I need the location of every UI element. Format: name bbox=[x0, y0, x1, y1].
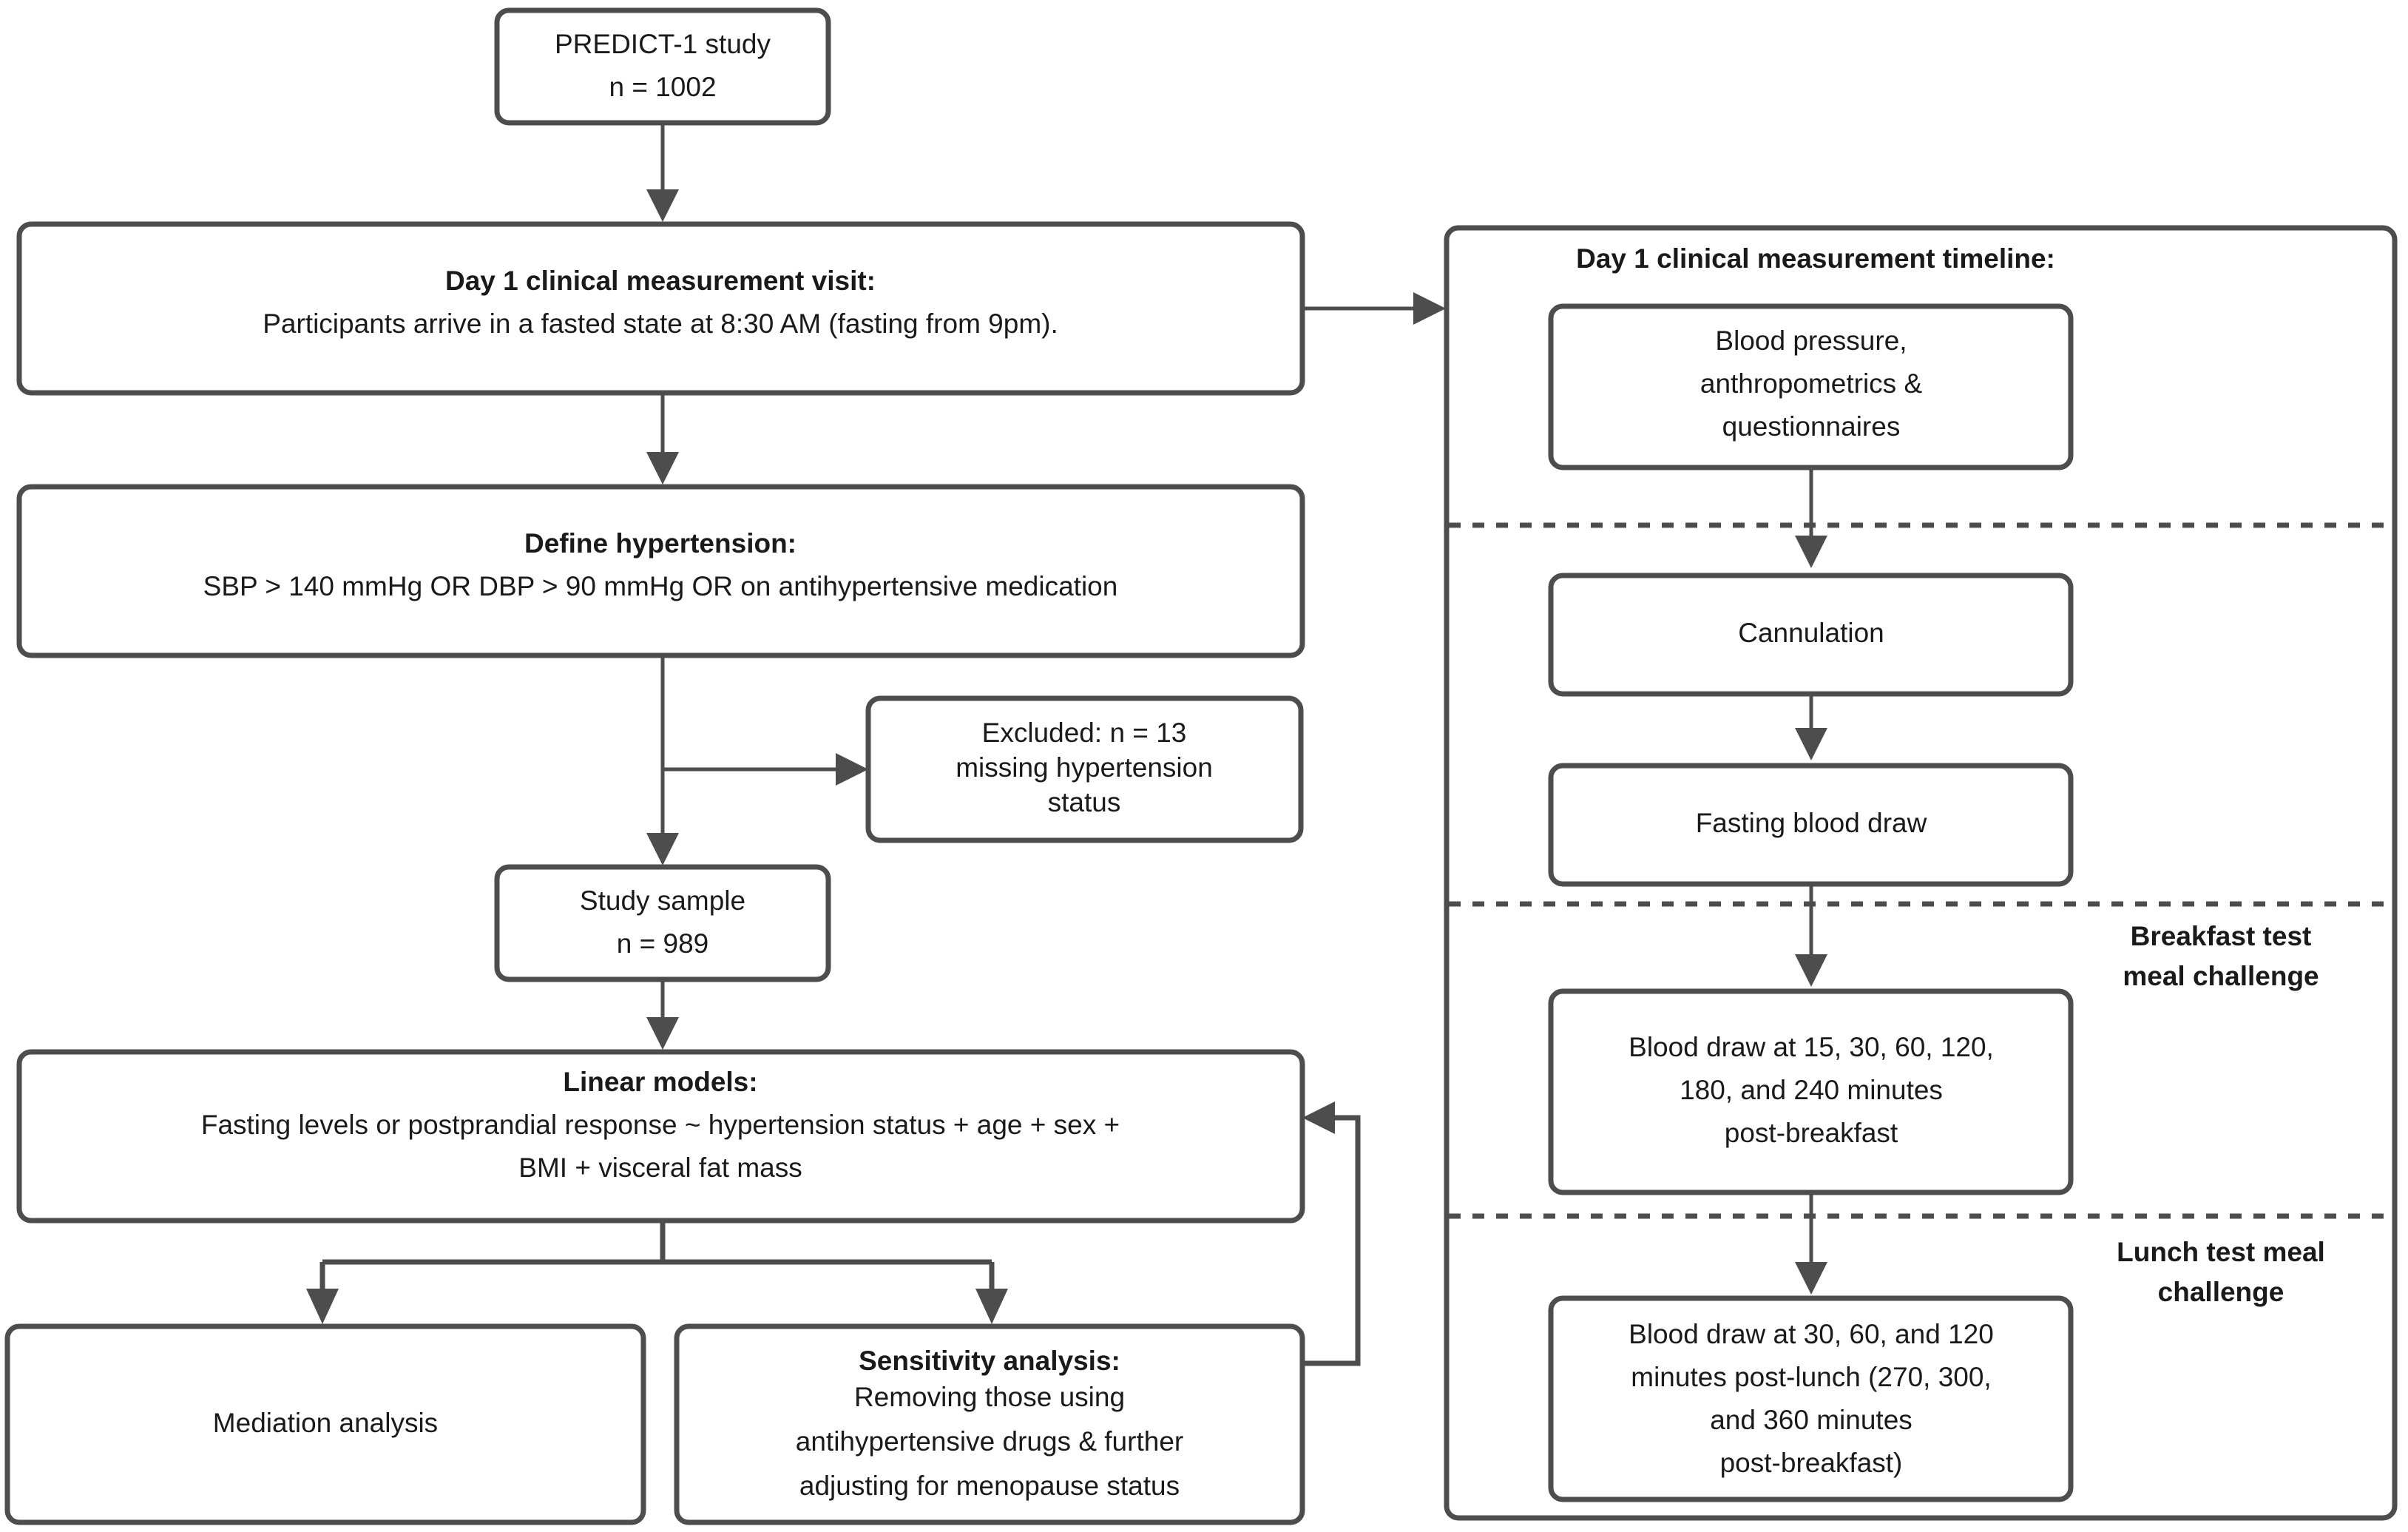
timeline-step-5-line-3: and 360 minutes bbox=[1710, 1405, 1912, 1435]
node-sensitivity-analysis-line3: adjusting for menopause status bbox=[799, 1471, 1180, 1501]
node-linear-models-body-line2: BMI + visceral fat mass bbox=[518, 1153, 802, 1183]
edge-linear-models-branch bbox=[306, 1221, 1008, 1324]
timeline-step-5-line-4: post-breakfast) bbox=[1720, 1448, 1903, 1478]
node-study-sample-line2: n = 989 bbox=[617, 928, 708, 959]
section-label-lunch-line-1: Lunch test meal bbox=[2117, 1237, 2325, 1267]
timeline-step-1-line-2: anthropometrics & bbox=[1700, 368, 1923, 399]
edge-define-to-excluded bbox=[663, 753, 868, 786]
timeline-step-2-line-1: Cannulation bbox=[1738, 618, 1884, 648]
section-label-lunch-line-2: challenge bbox=[2158, 1277, 2284, 1307]
node-study-sample[interactable]: Study sample n = 989 bbox=[494, 864, 831, 982]
node-mediation-analysis-box bbox=[4, 1323, 646, 1525]
edge-day1-to-define-hypertension bbox=[646, 393, 679, 485]
edge-define-to-study-sample bbox=[646, 655, 679, 865]
timeline-step-3-line-1: Fasting blood draw bbox=[1696, 808, 1927, 838]
edge-study-sample-to-linear-models bbox=[646, 979, 679, 1050]
node-day1-clinical-visit-heading: Day 1 clinical measurement visit: bbox=[445, 266, 876, 296]
study-sample-n-val: 989 bbox=[663, 928, 709, 959]
node-sensitivity-analysis-line1: Removing those using bbox=[854, 1382, 1125, 1412]
node-sensitivity-analysis-box bbox=[674, 1323, 1305, 1525]
excluded-n-var: n bbox=[1109, 718, 1125, 748]
node-define-hypertension-body: SBP > 140 mmHg OR DBP > 90 mmHg OR on an… bbox=[203, 571, 1118, 601]
node-study-sample-box bbox=[494, 864, 831, 982]
timeline-step-lunch-blood-draw[interactable]: Blood draw at 30, 60, and 120 minutes po… bbox=[1548, 1295, 2074, 1502]
node-study-sample-line1: Study sample bbox=[580, 885, 745, 916]
node-excluded[interactable]: Excluded: n = 13 missing hypertension st… bbox=[865, 695, 1304, 843]
timeline-step-4-line-2: 180, and 240 minutes bbox=[1680, 1075, 1943, 1105]
predict-n-var: n bbox=[609, 72, 624, 102]
node-linear-models-heading: Linear models: bbox=[563, 1067, 757, 1097]
timeline-step-blood-pressure-anthropometrics[interactable]: Blood pressure, anthropometrics & questi… bbox=[1548, 303, 2074, 470]
timeline-step-4-line-3: post-breakfast bbox=[1725, 1118, 1898, 1148]
predict-n-val: 1002 bbox=[655, 72, 716, 102]
section-label-breakfast: Breakfast test meal challenge bbox=[2123, 921, 2319, 991]
timeline-step-5-line-2: minutes post-lunch (270, 300, bbox=[1631, 1362, 1991, 1392]
timeline-step-5-line-1: Blood draw at 30, 60, and 120 bbox=[1629, 1319, 1994, 1349]
timeline-step-1-line-1: Blood pressure, bbox=[1715, 325, 1907, 356]
node-mediation-analysis[interactable]: Mediation analysis bbox=[4, 1323, 646, 1525]
section-label-lunch: Lunch test meal challenge bbox=[2117, 1237, 2325, 1307]
edge-predict-to-day1 bbox=[646, 123, 679, 222]
node-day1-clinical-visit-body: Participants arrive in a fasted state at… bbox=[263, 308, 1058, 339]
node-day1-clinical-visit[interactable]: Day 1 clinical measurement visit: Partic… bbox=[16, 221, 1305, 396]
study-sample-n-var: n bbox=[617, 928, 632, 959]
node-predict-1-study-box bbox=[494, 7, 831, 126]
node-sensitivity-analysis-line2: antihypertensive drugs & further bbox=[796, 1426, 1183, 1457]
timeline-step-cannulation[interactable]: Cannulation bbox=[1548, 573, 2074, 697]
study-sample-n-eq: = bbox=[632, 928, 663, 959]
node-excluded-line1: Excluded: n = 13 bbox=[982, 718, 1187, 748]
node-mediation-analysis-label: Mediation analysis bbox=[213, 1408, 438, 1438]
timeline-step-4-line-1: Blood draw at 15, 30, 60, 120, bbox=[1629, 1032, 1994, 1062]
node-define-hypertension-heading: Define hypertension: bbox=[524, 528, 797, 559]
edge-step1-to-step2 bbox=[1795, 468, 1827, 568]
node-predict-1-study-line1: PREDICT-1 study bbox=[555, 29, 771, 59]
edge-step4-to-step5 bbox=[1795, 1192, 1827, 1295]
timeline-panel: Day 1 clinical measurement timeline: Blo… bbox=[1444, 225, 2398, 1521]
node-excluded-box bbox=[865, 695, 1304, 843]
node-linear-models-body-line1: Fasting levels or postprandial response … bbox=[201, 1110, 1120, 1140]
section-label-breakfast-line-1: Breakfast test bbox=[2131, 921, 2312, 951]
timeline-step-lunch-blood-draw-box bbox=[1548, 1295, 2074, 1502]
excluded-n-eq: = bbox=[1125, 718, 1156, 748]
node-excluded-line3: status bbox=[1048, 787, 1121, 817]
node-predict-1-study[interactable]: PREDICT-1 study n = 1002 bbox=[494, 7, 831, 126]
edge-step2-to-step3 bbox=[1795, 694, 1827, 760]
node-define-hypertension[interactable]: Define hypertension: SBP > 140 mmHg OR D… bbox=[16, 484, 1305, 658]
node-predict-1-study-line2: n = 1002 bbox=[609, 72, 716, 102]
excluded-label: Excluded: bbox=[982, 718, 1103, 748]
timeline-step-breakfast-blood-draw[interactable]: Blood draw at 15, 30, 60, 120, 180, and … bbox=[1548, 988, 2074, 1195]
timeline-panel-title: Day 1 clinical measurement timeline: bbox=[1576, 243, 2055, 274]
timeline-step-1-line-3: questionnaires bbox=[1722, 411, 1901, 442]
edge-step3-to-step4 bbox=[1795, 884, 1827, 987]
node-linear-models[interactable]: Linear models: Fasting levels or postpra… bbox=[16, 1049, 1305, 1224]
edge-day1-to-timeline-panel bbox=[1302, 292, 1446, 325]
predict-n-eq: = bbox=[624, 72, 655, 102]
node-sensitivity-analysis[interactable]: Sensitivity analysis: Removing those usi… bbox=[674, 1323, 1305, 1525]
excluded-n-val: 13 bbox=[1156, 718, 1186, 748]
timeline-step-fasting-blood-draw[interactable]: Fasting blood draw bbox=[1548, 763, 2074, 887]
node-sensitivity-analysis-heading: Sensitivity analysis: bbox=[859, 1346, 1120, 1376]
node-excluded-line2: missing hypertension bbox=[956, 752, 1213, 783]
section-label-breakfast-line-2: meal challenge bbox=[2123, 961, 2319, 991]
edge-sensitivity-feedback-to-linear-models bbox=[1302, 1101, 1361, 1366]
